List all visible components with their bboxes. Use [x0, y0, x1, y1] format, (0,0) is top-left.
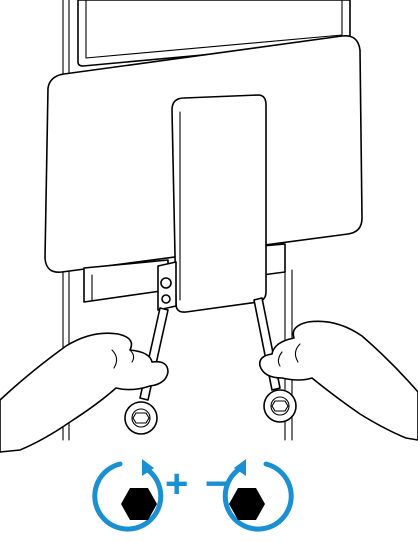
center-arm [158, 95, 266, 312]
hex-nut-icon [229, 488, 265, 520]
loosen-symbol: − [205, 459, 291, 529]
plus-sign: + [165, 462, 188, 506]
hex-nut-icon [121, 488, 157, 520]
tighten-symbol: + [95, 459, 189, 529]
minus-sign: − [205, 462, 228, 506]
